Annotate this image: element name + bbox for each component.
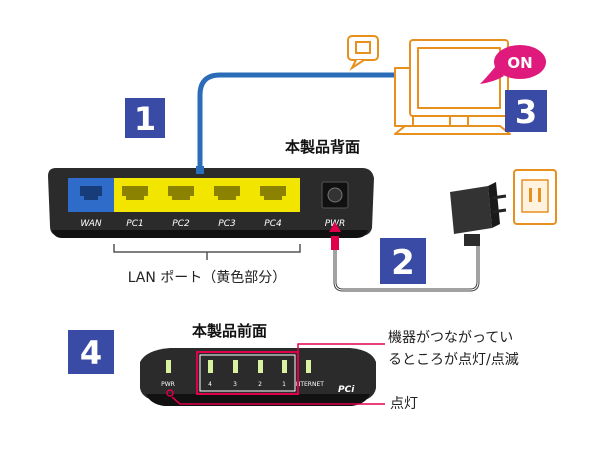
callout-line-blink	[297, 343, 385, 352]
step-1-number: 1	[134, 100, 156, 138]
led-highlight-box	[196, 351, 299, 395]
step-2-badge: 2	[380, 238, 426, 284]
step-3-badge: 3	[505, 90, 547, 132]
pwr-led-marker	[166, 389, 174, 397]
wan-port: WAN	[68, 178, 114, 229]
step-4-badge: 4	[68, 330, 114, 374]
network-bubble-icon	[347, 35, 379, 71]
rear-title: 本製品背面	[285, 138, 360, 156]
led-pwr-label: PWR	[161, 381, 175, 388]
pc3-label: PC3	[218, 219, 236, 229]
led-highlight-inner	[199, 354, 296, 392]
callout-line-lit	[171, 396, 385, 405]
led-pwr: PWR	[161, 360, 175, 388]
ac-adapter-icon	[450, 182, 507, 246]
led-3-label: 3	[233, 381, 237, 388]
power-jack: PWR	[321, 181, 349, 229]
power-plug-tip	[331, 236, 339, 250]
led-2: 2	[258, 360, 263, 388]
on-badge: ON	[480, 45, 546, 84]
router-front	[140, 348, 376, 406]
led-4-label: 4	[208, 381, 212, 388]
led-1: 1	[282, 360, 287, 388]
lan-cable-plug	[196, 166, 204, 174]
lan-port-pc1: PC1	[122, 186, 148, 229]
lan-port-pc3: PC3	[214, 186, 240, 229]
lan-bracket	[113, 244, 301, 260]
led-3: 3	[233, 360, 238, 388]
step-2-number: 2	[391, 243, 415, 283]
power-arrow	[329, 222, 341, 232]
led-1-label: 1	[282, 381, 286, 388]
on-badge-text: ON	[507, 54, 532, 72]
pc1-label: PC1	[126, 219, 143, 229]
pc2-label: PC2	[172, 219, 190, 229]
lan-port-pc4: PC4	[260, 186, 286, 229]
lan-port-label: LAN ポート（黄色部分）	[128, 269, 287, 286]
step-1-badge: 1	[125, 98, 165, 138]
brand-logo: PCi	[338, 385, 355, 395]
power-cable-highlight	[334, 238, 479, 291]
led-internet-label: INTERNET	[294, 381, 324, 388]
pc4-label: PC4	[264, 219, 282, 229]
callout-blink-line1: 機器がつながってい	[388, 330, 513, 346]
lan-port-pc2: PC2	[168, 186, 194, 229]
step-4-number: 4	[80, 334, 102, 372]
lan-cable	[197, 72, 400, 170]
callout-lit-text: 点灯	[390, 396, 418, 412]
step-3-number: 3	[515, 93, 537, 131]
callout-blink-line2: るところが点灯/点滅	[388, 352, 519, 368]
front-title: 本製品前面	[192, 322, 267, 340]
wan-label: WAN	[80, 219, 102, 229]
pc-icon	[394, 39, 511, 135]
led-internet: INTERNET	[294, 360, 324, 388]
led-2-label: 2	[258, 381, 262, 388]
wall-outlet-icon	[513, 169, 557, 225]
led-4: 4	[208, 360, 213, 388]
